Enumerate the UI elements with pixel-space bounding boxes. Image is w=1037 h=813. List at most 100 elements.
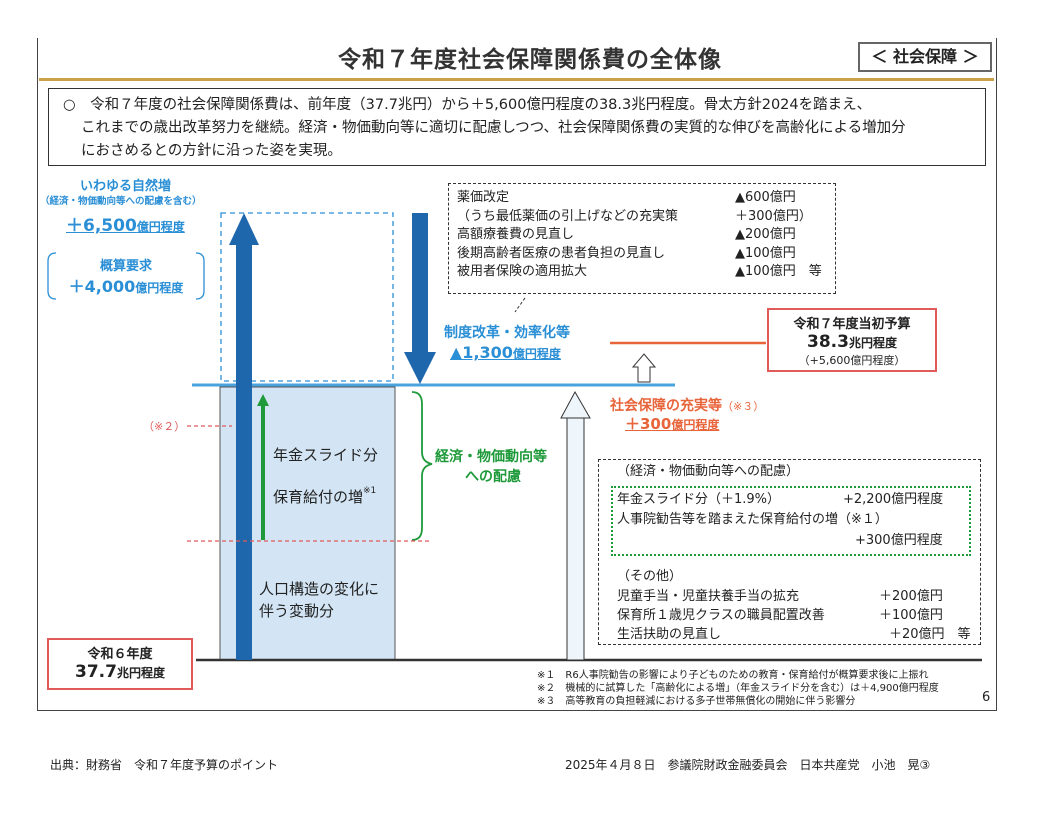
economy-arrow-shaft [261,405,265,540]
reform-row: 薬価改定 ▲600億円 [457,189,827,208]
detail-other-item: 生活扶助の見直し [617,627,722,642]
budget-request-title: 概算要求 [99,259,152,274]
intro-line-3: におさめるとの方針に沿った姿を実現。 [81,143,342,159]
reform-row-item: 高額療養費の見直し [457,227,575,242]
footnote-3: ※３ 高等教育の負担軽減における多子世帯無償化の開始に伴う影響分 [537,696,856,707]
r7-small-up-arrow [631,353,657,383]
reform-amount-num: ▲1,300 [450,343,513,362]
enhancement-amount: ＋300億円程度 [625,413,719,434]
r6-box: 令和６年度 37.7兆円程度 [47,638,193,690]
natural-increase-title: いわゆる自然増 [80,179,172,194]
population-label-1: 人口構造の変化に [259,580,380,598]
detail-other-value: ＋20億円 等 [889,627,971,642]
r6-title: 令和６年度 [87,647,153,662]
r7-budget-box: 令和７年度当初予算 38.3兆円程度 （+5,600億円程度） [767,308,937,372]
economy-brace [411,391,433,541]
childcare-label: 保育給付の増 [273,488,364,506]
footer-credit: 2025年４月８日 参議院財政金融委員会 日本共産党 小池 晃③ [565,758,931,772]
reform-row-value: ▲200億円 [735,227,796,242]
detail-pension-value: +2,200億円程度 [843,492,944,507]
detail-other-item: 保育所１歳児クラスの職員配置改善 [617,608,825,623]
enhancement-amount-unit: 億円程度 [671,418,720,432]
reform-detail-box: 薬価改定 ▲600億円 （うち最低薬価の引上げなどの充実策 ＋300億円） 高額… [448,183,836,294]
enhancement-note: （※３） [722,400,765,413]
r7-budget-amount-num: 38.3 [807,332,849,352]
reform-arrow-head [404,352,436,384]
enhancement-title-row: 社会保障の充実等（※３） [610,395,764,415]
budget-request-amount-unit: 億円程度 [135,281,184,295]
reform-row-value: ▲100億円 [735,245,796,261]
reform-row-value: ▲600億円 [735,190,796,205]
economy-label-2: への配慮 [465,469,521,485]
r6-amount-unit: 兆円程度 [116,666,165,680]
natural-increase-amount-unit: 億円程度 [136,220,185,234]
intro-line-1: ○ 令和７年度の社会保障関係費は、前年度（37.7兆円）から＋5,600億円程度… [63,97,872,113]
natural-increase-amount: ＋6,500億円程度 [66,211,185,236]
detail-other-item: 児童手当・児童扶養手当の拡充 [617,589,800,604]
budget-request-bracket: 概算要求 ＋4,000億円程度 [46,251,206,301]
reform-row: 高額療養費の見直し ▲200億円 [457,226,827,245]
slide-border-left [37,38,38,710]
reform-title: 制度改革・効率化等 [444,325,570,341]
detail-childcare-item: 人事院勧告等を踏まえた保育給付の増（※１） [617,512,888,527]
enhancement-amount-num: ＋300 [625,415,672,433]
intro-box: ○ 令和７年度の社会保障関係費は、前年度（37.7兆円）から＋5,600億円程度… [48,88,986,166]
footnote-2: ※２ 機械的に試算した「高齢化による増」（年金スライド分を含む）は＋4,900億… [537,683,939,694]
natural-increase-arrow-head [229,213,259,245]
economy-arrow-head [257,394,269,406]
enhancement-arrow-shaft [566,417,585,661]
enhancement-title: 社会保障の充実等 [610,398,722,414]
reform-row: 後期高齢者医療の患者負担の見直し ▲100億円 [457,245,827,264]
intro-line-2: これまでの歳出改革努力を継続。経済・物価動向等に適切に配慮しつつ、社会保障関係費… [81,120,906,136]
slide-border-right [996,38,997,710]
enhancement-arrow-head [560,390,591,419]
reform-row: 被用者保険の適用拡大 ▲100億円 等 [457,263,827,282]
detail-green-box: 年金スライド分（＋1.9%） +2,200億円程度 人事院勧告等を踏まえた保育給… [611,486,971,556]
slide-border-bottom [37,710,997,711]
reform-connector [514,297,526,313]
r7-budget-title: 令和７年度当初予算 [793,317,911,332]
population-label-2: 伴う変動分 [259,602,335,620]
r6-amount: 37.7兆円程度 [49,662,191,682]
reform-arrow-shaft [412,213,428,353]
footnote-1: ※１ R6人事院勧告の影響により子どものための教育・保育給付が概算要求後に上振れ [537,670,929,681]
category-tag: ＜ 社会保障 ＞ [858,42,992,72]
natural-increase-arrow-shaft [236,244,252,660]
page-title: 令和７年度社会保障関係費の全体像 [338,47,722,73]
r7-budget-delta: （+5,600億円程度） [798,354,906,367]
reform-row-item: 後期高齢者医療の患者負担の見直し [457,245,666,261]
detail-other-header: （その他） [617,569,683,584]
detail-box: （経済・物価動向等への配慮） 年金スライド分（＋1.9%） +2,200億円程度… [598,459,981,645]
budget-request-amount: ＋4,000億円程度 [46,273,206,297]
footer-source: 出典：財務省 令和７年度予算のポイント [50,758,279,772]
page-number: 6 [982,690,991,705]
detail-other-value: ＋200億円 [879,589,943,604]
reform-row-item: （うち最低薬価の引上げなどの充実策 [457,208,679,224]
title-rule [39,78,994,81]
natural-increase-amount-num: ＋6,500 [66,216,137,236]
childcare-note: ※1 [363,486,377,496]
reform-amount: ▲1,300億円程度 [450,343,561,362]
economy-label-1: 経済・物価動向等 [435,449,547,465]
natural-increase-dashed-box [220,212,394,382]
detail-pension-item: 年金スライド分（＋1.9%） [617,492,781,507]
r7-budget-amount: 38.3兆円程度 [769,332,935,352]
pension-slide-label: 年金スライド分 [273,446,379,464]
reform-row-item: 被用者保険の適用拡大 [457,264,588,279]
note2-marker: （※２） [143,420,186,433]
reform-row: （うち最低薬価の引上げなどの充実策 ＋300億円） [457,208,827,227]
reform-row-item: 薬価改定 [457,190,510,205]
detail-other-value: ＋100億円 [879,608,943,623]
detail-header: （経済・物価動向等への配慮） [617,464,800,479]
bracket-left [47,252,57,300]
detail-childcare-value: +300億円程度 [855,533,943,548]
reform-amount-unit: 億円程度 [512,347,561,361]
bracket-right [195,252,205,300]
r6-amount-num: 37.7 [75,662,117,682]
childcare-label-row: 保育給付の増※1 [273,486,376,507]
bracket-svg [47,252,205,300]
budget-request-amount-num: ＋4,000 [68,277,136,296]
r7-budget-amount-unit: 兆円程度 [848,336,897,350]
natural-increase-sub: （経済・物価動向等への配慮を含む） [40,196,202,207]
